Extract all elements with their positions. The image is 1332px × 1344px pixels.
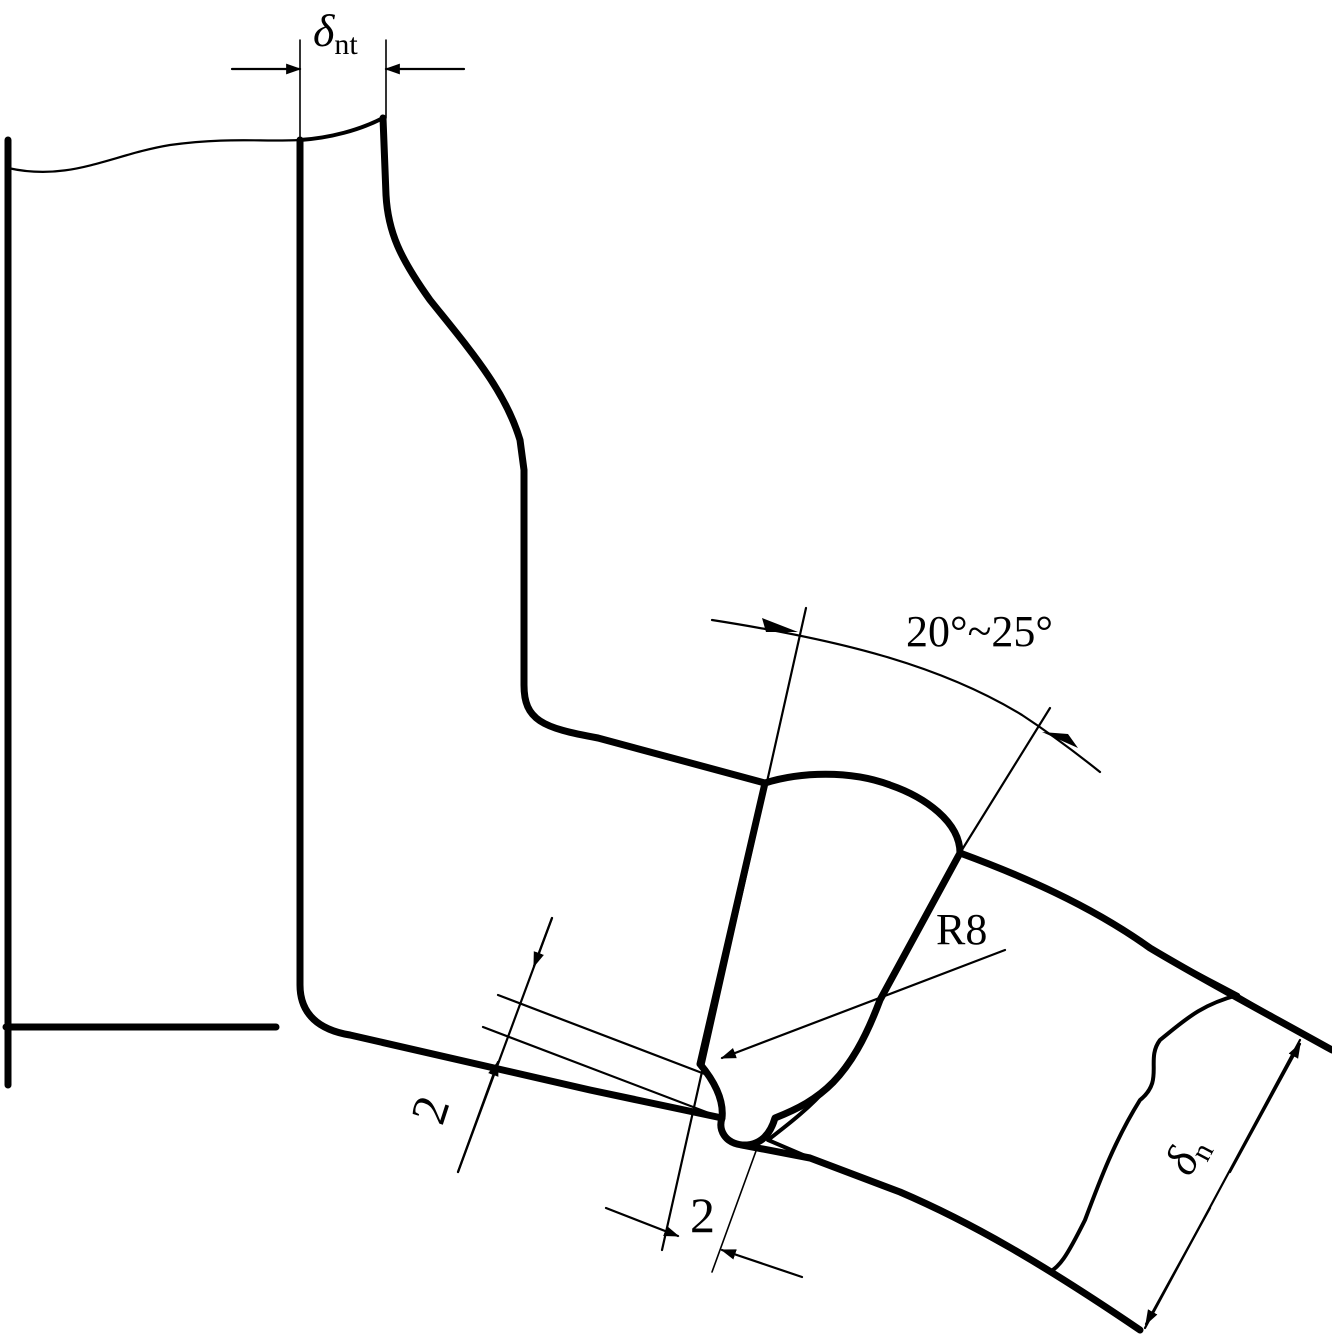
- root-detail-lines: [481, 993, 724, 1120]
- flange-section: [296, 114, 769, 1122]
- dimension-root-radius: R8: [720, 905, 1007, 1060]
- root-gap-label: 2: [690, 1187, 715, 1243]
- left-body-outline: [2, 136, 302, 1089]
- dimension-bevel-angle: 20°~25°: [660, 606, 1102, 1252]
- weld-metal: [696, 770, 964, 1149]
- bevel-angle-label: 20°~25°: [906, 607, 1053, 656]
- flange-thickness-subscript: nt: [334, 28, 358, 61]
- flange-thickness-label: δnt: [313, 5, 358, 61]
- flange-thickness-symbol: δ: [313, 5, 335, 56]
- shell-section: [738, 849, 1332, 1334]
- dimension-flange-thickness: δnt: [230, 5, 466, 141]
- dimension-shell-thickness: δn: [1108, 993, 1332, 1332]
- dimension-root-gap: 2: [604, 1139, 804, 1279]
- shell-thickness-label: δn: [1154, 1127, 1221, 1185]
- land-height-label: 2: [399, 1089, 460, 1130]
- root-radius-label: R8: [936, 905, 987, 954]
